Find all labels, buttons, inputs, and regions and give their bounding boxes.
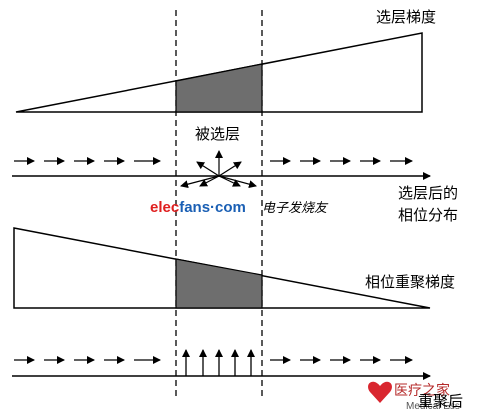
phase-after-label-line1: 选层后的: [398, 184, 458, 202]
after-rephase-label: 重聚后: [418, 392, 463, 410]
selected-slice-label: 被选层: [195, 125, 240, 143]
rephase-gradient-label: 相位重聚梯度: [365, 273, 455, 291]
slice-gradient-shaded-region: [175, 63, 263, 113]
rephased-spin-arrows: [182, 349, 255, 376]
svg-text:医疗之家: 医疗之家: [394, 382, 450, 399]
slice-gradient-label: 选层梯度: [376, 8, 436, 26]
medical-watermark: 医疗之家 Medical Ess: [368, 381, 460, 412]
svg-text:Medical Ess: Medical Ess: [406, 401, 460, 412]
phase-after-label-line2: 相位分布: [398, 206, 458, 224]
heart-logo-icon: [368, 381, 392, 403]
svg-text:电子发烧友: 电子发烧友: [262, 201, 329, 216]
elecfans-watermark: elecfans·com 电子发烧友: [150, 199, 329, 216]
svg-text:elecfans·com: elecfans·com: [150, 199, 246, 216]
rephase-gradient-shaded-region: [175, 258, 263, 309]
phase-dispersion-arrows: [180, 150, 257, 189]
